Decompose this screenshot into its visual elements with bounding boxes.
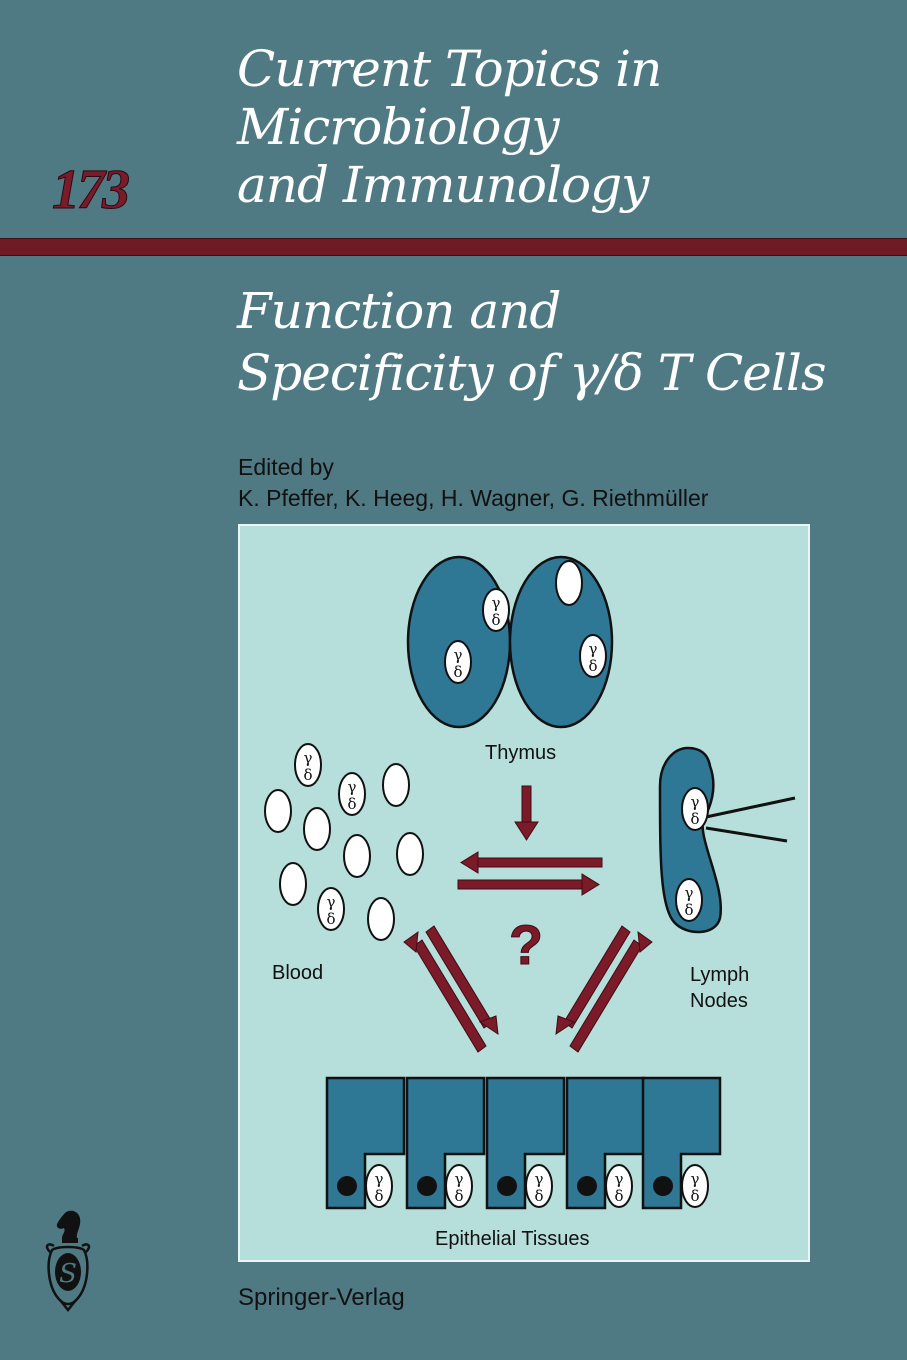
book-title-line-1: Function and xyxy=(237,282,561,340)
editor-names: K. Pfeffer, K. Heeg, H. Wagner, G. Rieth… xyxy=(238,485,709,511)
question-mark-icon: ? xyxy=(509,913,543,976)
lymph-label-line-1: Lymph xyxy=(690,964,750,986)
lymph-label-line-2: Nodes xyxy=(690,990,748,1012)
series-title-line-2: Microbiology xyxy=(237,98,560,156)
series-title-line-3: and Immunology xyxy=(237,156,649,214)
epithelial-tissues-label: Epithelial Tissues xyxy=(435,1228,590,1250)
cover-illustration: γ δ xyxy=(238,524,810,1262)
series-title: Current Topics in Microbiology and Immun… xyxy=(237,40,662,214)
divider-band xyxy=(0,238,907,256)
publisher-name: Springer-Verlag xyxy=(238,1284,405,1311)
blood-label: Blood xyxy=(272,962,324,984)
lymph-node-icon xyxy=(658,746,796,934)
book-title-line-2: Specificity of γ/δ T Cells xyxy=(237,344,827,402)
volume-number: 173 xyxy=(52,159,131,222)
series-title-line-1: Current Topics in xyxy=(237,40,662,98)
migration-arrows-icon xyxy=(403,785,653,1053)
thymus-icon xyxy=(406,555,614,729)
book-title: Function and Specificity of γ/δ T Cells xyxy=(237,280,827,404)
editors-block: Edited by K. Pfeffer, K. Heeg, H. Wagner… xyxy=(238,452,708,514)
blood-cells-icon xyxy=(264,743,424,941)
edited-by-label: Edited by xyxy=(238,454,334,480)
thymus-label: Thymus xyxy=(485,742,557,764)
gamma-delta-migration-diagram: γ δ xyxy=(264,555,796,1210)
lymph-nodes-label: Lymph Nodes xyxy=(690,962,749,1014)
epithelial-tissue-icon xyxy=(325,1076,722,1210)
springer-knight-logo-icon: S xyxy=(44,1206,92,1321)
svg-text:S: S xyxy=(59,1259,77,1289)
